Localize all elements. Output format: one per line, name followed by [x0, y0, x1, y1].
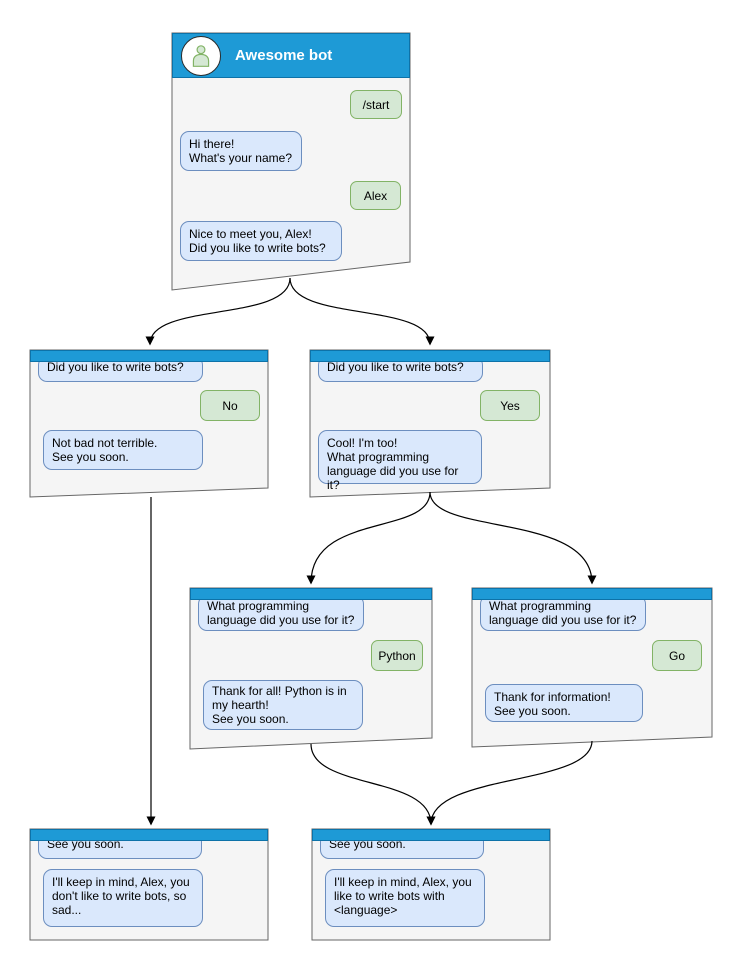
user-reply-bubble: Yes — [480, 390, 540, 421]
chat-window-go-title-bar — [472, 588, 712, 600]
user-reply-bubble: Go — [652, 640, 702, 671]
bot-message-bubble: Thank for all! Python is in my hearth! S… — [203, 680, 363, 730]
chat-window-yes-title-bar — [310, 350, 550, 362]
avatar — [181, 35, 221, 76]
chat-window-python-title-bar — [190, 588, 432, 600]
user-reply-bubble: Python — [371, 640, 423, 671]
bot-message-bubble: Not bad not terrible. See you soon. — [43, 430, 203, 470]
user-reply-bubble: No — [200, 390, 260, 421]
bot-message-bubble: I'll keep in mind, Alex, you like to wri… — [325, 869, 485, 927]
user-reply-bubble: /start — [350, 90, 402, 119]
connector-go-to-end-yes — [426, 740, 593, 826]
connector-python-to-end-yes — [310, 743, 436, 826]
bot-message-bubble: Nice to meet you, Alex! Did you like to … — [180, 221, 342, 261]
connector-yes-to-python — [306, 491, 431, 585]
chat-window-end-yes-title-bar — [312, 829, 550, 841]
person-icon — [192, 44, 210, 67]
connector-yes-to-go — [429, 491, 597, 585]
chat-window-end-no-title-bar — [30, 829, 268, 841]
chat-window-no-title-bar — [30, 350, 268, 362]
window-title: Awesome bot — [235, 47, 333, 64]
bot-message-bubble: I'll keep in mind, Alex, you don't like … — [43, 869, 203, 927]
connector-root-to-no — [145, 277, 291, 346]
bot-message-bubble: Thank for information! See you soon. — [485, 684, 643, 722]
user-reply-bubble: Alex — [350, 181, 401, 210]
bot-message-bubble: Cool! I'm too! What programming language… — [318, 430, 482, 492]
bot-message-bubble: Hi there! What's your name? — [180, 131, 302, 171]
bot-message-bubble: What programming language did you use fo… — [198, 595, 364, 631]
bot-message-bubble: What programming language did you use fo… — [480, 595, 646, 631]
chat-window-root-title-bar: Awesome bot — [172, 33, 410, 78]
connector-root-to-yes — [289, 277, 435, 346]
